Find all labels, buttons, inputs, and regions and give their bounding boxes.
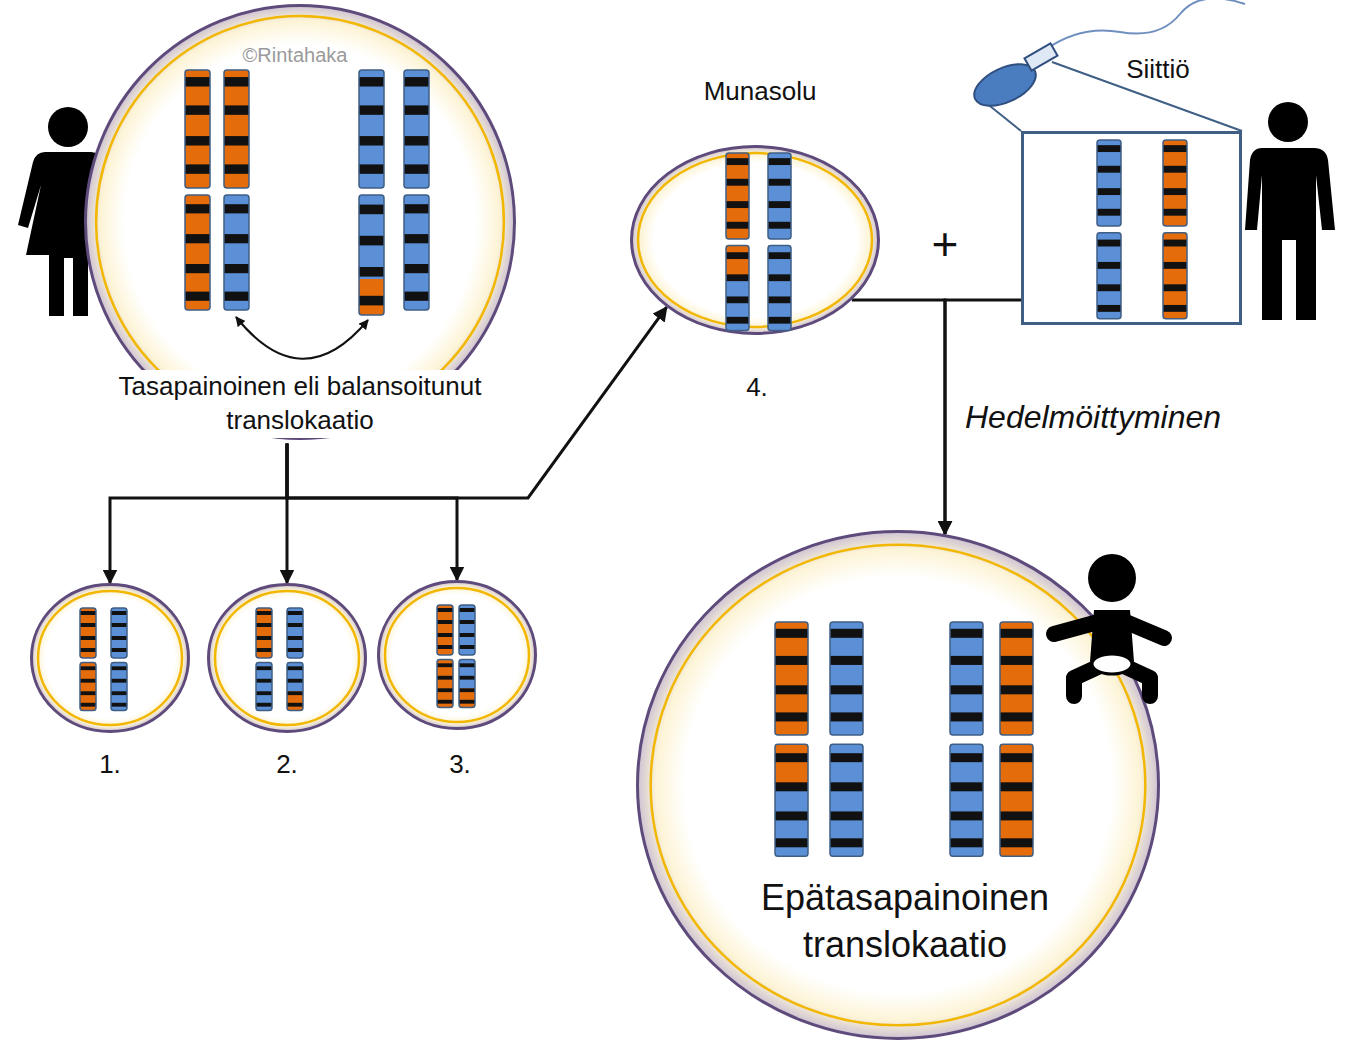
node-text: 1.	[99, 748, 121, 782]
cell-circle: 2.	[207, 583, 367, 733]
chromosome	[359, 70, 384, 315]
node-text: Epätasapainoinen translokaatio	[735, 875, 1075, 969]
plus-sign: +	[932, 215, 959, 275]
cell-outline	[207, 583, 367, 733]
chromosome	[256, 608, 272, 710]
cell-circle: 1.	[30, 583, 190, 733]
arrow-connector	[287, 444, 457, 580]
chromosome	[111, 608, 127, 710]
node-text: 2.	[276, 748, 298, 782]
node-text: Siittiö	[1126, 53, 1190, 87]
cell-outline	[377, 580, 537, 730]
node-text: 4.	[746, 371, 768, 405]
cell-circle: 3.	[377, 580, 537, 730]
chromosome	[1097, 140, 1121, 319]
cell-circle: Epätasapainoinen translokaatio	[636, 530, 1160, 1040]
cell-outline	[1024, 134, 1245, 328]
chromosome	[224, 70, 249, 310]
sperm-box: Siittiö	[1021, 131, 1242, 325]
chromosome	[768, 153, 791, 330]
chromosome	[1000, 622, 1033, 856]
chromosome	[404, 70, 429, 310]
chromosome	[437, 605, 453, 707]
arrow-connector	[110, 444, 287, 583]
chromosome	[287, 608, 303, 710]
cell-outline	[30, 583, 190, 733]
chromosome	[1163, 140, 1187, 319]
chromosome	[459, 605, 475, 707]
watermark: ©Rintahaka	[243, 42, 348, 68]
edge-label: Hedelmöittyminen	[965, 399, 1221, 436]
cell-circle: Munasolu4.	[630, 145, 880, 335]
node-text: 3.	[449, 748, 471, 782]
chromosome	[726, 153, 749, 330]
man-figure	[1245, 102, 1335, 320]
chromosome	[80, 608, 96, 710]
node-text: Munasolu	[704, 75, 817, 109]
chromosome	[950, 622, 983, 856]
cell-outline	[630, 145, 880, 335]
cell-circle: Tasapainoinen eli balansoitunut translok…	[84, 4, 516, 440]
chromosome	[830, 622, 863, 856]
arrow-connector	[852, 300, 945, 534]
chromosome	[185, 70, 210, 310]
sperm-illustration	[968, 0, 1245, 131]
node-text: Tasapainoinen eli balansoitunut translok…	[109, 370, 491, 438]
chromosome	[775, 622, 808, 856]
